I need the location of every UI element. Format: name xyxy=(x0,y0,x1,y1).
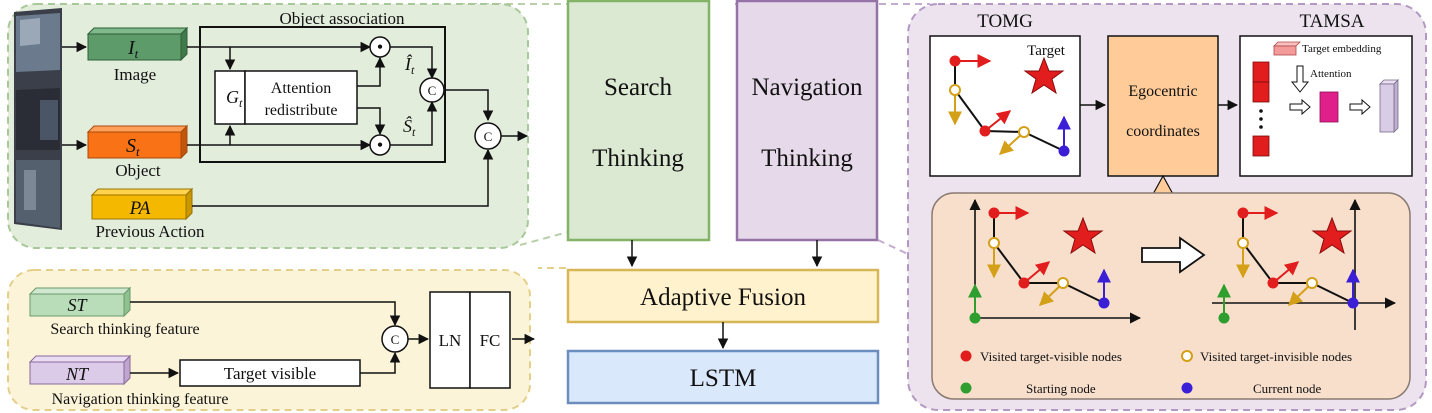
world-frame-graph xyxy=(968,198,1142,324)
legend-current: Current node xyxy=(1253,381,1321,396)
lstm-label: LSTM xyxy=(690,365,757,392)
st-label: Search thinking feature xyxy=(50,321,199,338)
image-feature-label: It xyxy=(127,37,139,61)
legend-visible-dot xyxy=(960,350,972,362)
multiply-symbol-image: • xyxy=(377,39,383,56)
object-hat-label: Ŝt xyxy=(403,115,416,139)
legend-visited-invisible: Visited target-invisible nodes xyxy=(1200,349,1352,364)
st-feature-label: ST xyxy=(67,295,88,315)
concat-symbol-outer: C xyxy=(484,129,493,144)
nt-feature-block xyxy=(28,354,132,386)
attended-feature-block xyxy=(1319,91,1339,123)
st-feature-block xyxy=(28,286,132,318)
legend xyxy=(960,350,1193,394)
fc-label: FC xyxy=(480,331,501,350)
previous-action-label: Previous Action xyxy=(95,222,205,241)
object-label: Object xyxy=(115,161,161,180)
gate-label: Gt xyxy=(226,87,243,110)
concat-node-bottom xyxy=(381,325,409,353)
attention-down-arrow xyxy=(1290,65,1310,93)
egocentric-box xyxy=(1107,35,1219,177)
object-association-title: Object association xyxy=(279,9,405,28)
concat-node-inner xyxy=(419,77,445,103)
tomg-graph xyxy=(948,54,1071,157)
concat-symbol-inner: C xyxy=(428,83,437,98)
search-thinking-box xyxy=(566,0,711,242)
target-embedding-block xyxy=(1273,41,1301,56)
navigation-thinking-box xyxy=(735,0,879,242)
coordinate-transform-panel xyxy=(931,192,1411,400)
adaptive-fusion-box xyxy=(566,268,880,324)
tamsa-flow-arrow-1 xyxy=(1289,98,1311,116)
bottom-left-wiring xyxy=(130,301,536,379)
attention-redistribute-box xyxy=(244,70,358,125)
multiply-node-object xyxy=(369,134,391,156)
tomg-title: TOMG xyxy=(977,11,1033,32)
ln-box xyxy=(429,291,471,389)
tomg-target-label: Target xyxy=(1027,43,1066,59)
egocentric-frame-graph xyxy=(1212,198,1397,330)
legend-current-dot xyxy=(1181,382,1193,394)
nt-label: Navigation thinking feature xyxy=(52,391,229,408)
purple-connector-lower xyxy=(877,239,911,256)
legend-starting: Starting node xyxy=(1026,381,1096,396)
target-visible-label: Target visible xyxy=(224,364,316,383)
image-feature-block xyxy=(86,26,189,62)
target-embedding-label: Target embedding xyxy=(1302,43,1382,55)
image-label: Image xyxy=(114,65,156,84)
image-hat-label: Ît xyxy=(404,53,415,77)
object-feature-block xyxy=(86,124,189,160)
navigation-thinking-line1: Navigation xyxy=(751,74,863,101)
navigation-thinking-line2: Thinking xyxy=(761,145,853,172)
multiply-node-image xyxy=(369,36,391,58)
lstm-box xyxy=(566,349,880,405)
object-feature-label: St xyxy=(126,135,140,159)
legend-invisible-dot xyxy=(1181,350,1193,362)
target-visible-box xyxy=(179,359,361,387)
nt-feature-label: NT xyxy=(65,364,90,384)
observation-image xyxy=(14,8,62,230)
concat-symbol-bottom: C xyxy=(391,332,400,347)
action-feature-block xyxy=(90,187,194,221)
tomg-target-star xyxy=(1023,56,1065,95)
attention-label-2: redistribute xyxy=(265,102,338,119)
action-feature-label: PA xyxy=(129,198,151,219)
egocentric-line2: coordinates xyxy=(1126,123,1200,140)
object-association-region xyxy=(7,3,529,249)
multiply-symbol-object: • xyxy=(377,137,383,154)
tamsa-title: TAMSA xyxy=(1300,11,1365,32)
transform-arrow xyxy=(1141,236,1206,274)
ln-label: LN xyxy=(439,331,462,350)
concat-node-outer xyxy=(474,122,502,150)
adaptive-fusion-label: Adaptive Fusion xyxy=(640,284,806,311)
search-thinking-line2: Thinking xyxy=(592,145,684,172)
legend-visited-visible: Visited target-visible nodes xyxy=(980,349,1122,364)
legend-start-dot xyxy=(960,382,972,394)
tamsa-flow-arrow-2 xyxy=(1349,98,1371,116)
egocentric-line1: Egocentric xyxy=(1128,83,1197,100)
fc-box xyxy=(469,291,511,389)
attention-small-label: Attention xyxy=(1310,68,1352,80)
node-embedding-stack xyxy=(1252,61,1270,157)
object-association-box xyxy=(199,26,446,163)
search-thinking-line1: Search xyxy=(604,74,673,101)
output-feature-block xyxy=(1379,79,1399,133)
attention-label-1: Attention xyxy=(271,80,331,97)
association-wiring xyxy=(187,41,529,207)
